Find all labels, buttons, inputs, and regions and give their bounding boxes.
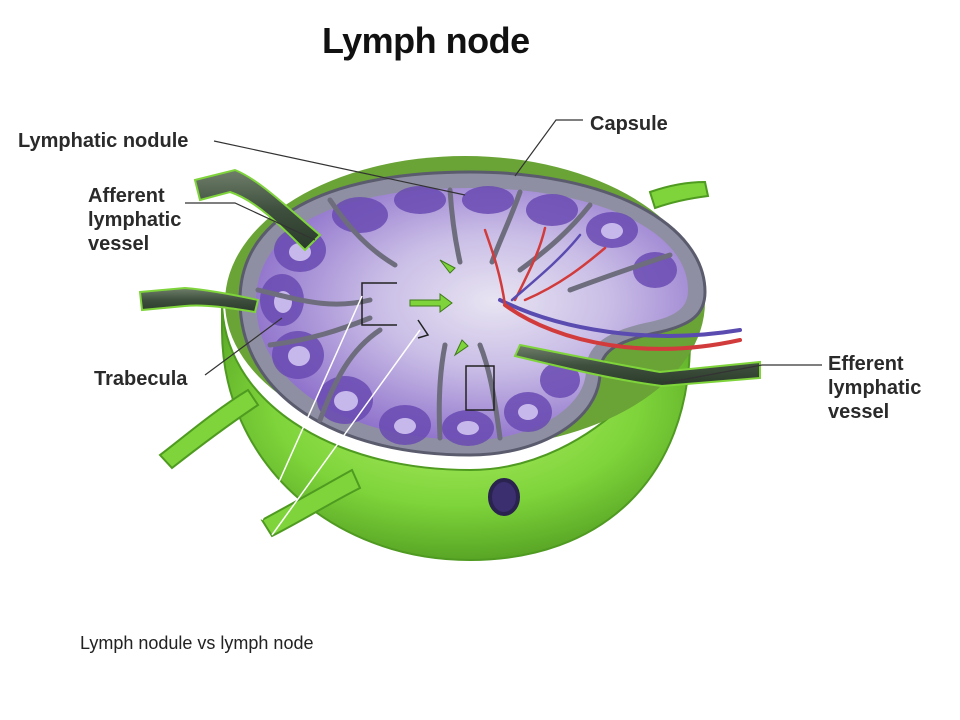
afferent-vessels — [138, 168, 362, 538]
label-efferent-lymphatic-vessel: Efferent lymphatic vessel — [828, 353, 922, 423]
label-lymphatic-nodule: Lymphatic nodule — [18, 130, 189, 152]
trabeculae — [255, 187, 673, 441]
detail-boxes — [361, 282, 495, 411]
label-trabecula: Trabecula — [94, 368, 188, 390]
diagram-title: Lymph node — [322, 20, 530, 61]
label-afferent-lymphatic-vessel: Afferent lymphatic vessel — [88, 185, 182, 255]
caption: Lymph nodule vs lymph node — [80, 633, 314, 653]
efferent-vessel — [488, 180, 761, 516]
leader-lines — [185, 119, 822, 536]
flow-arrows — [409, 259, 469, 357]
blood-vessels — [483, 226, 742, 351]
cut-face — [238, 170, 707, 457]
label-capsule: Capsule — [590, 113, 668, 135]
